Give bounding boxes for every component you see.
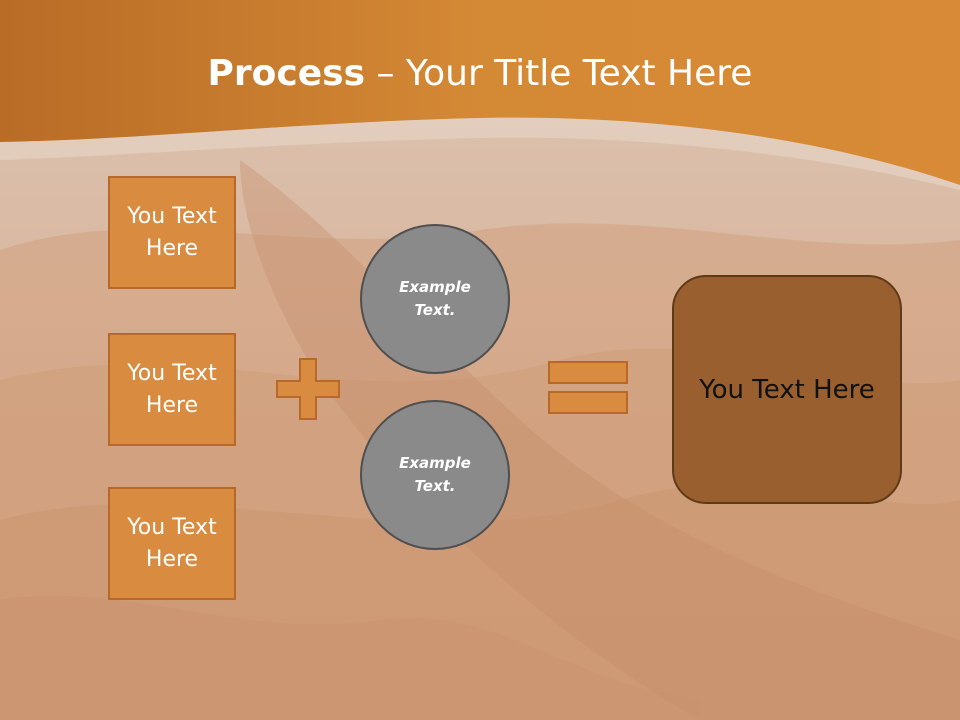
input-box-3: You Text Here	[108, 487, 236, 600]
title-rest: – Your Title Text Here	[365, 53, 753, 94]
example-circle-1-label: Example Text.	[399, 278, 471, 319]
input-box-1: You Text Here	[108, 176, 236, 289]
title-bold: Process	[207, 53, 366, 94]
plus-icon	[276, 358, 340, 420]
input-box-2-label: You Text Here	[127, 360, 217, 418]
example-circle-1: Example Text.	[360, 224, 510, 374]
example-circle-2-label: Example Text.	[399, 454, 471, 495]
input-box-1-label: You Text Here	[127, 203, 217, 261]
input-box-3-label: You Text Here	[127, 514, 217, 572]
equals-icon	[548, 361, 628, 414]
example-circle-2: Example Text.	[360, 400, 510, 550]
result-box: You Text Here	[672, 275, 902, 504]
slide-title: Process – Your Title Text Here	[0, 52, 960, 96]
input-box-2: You Text Here	[108, 333, 236, 446]
result-box-label: You Text Here	[699, 374, 875, 405]
